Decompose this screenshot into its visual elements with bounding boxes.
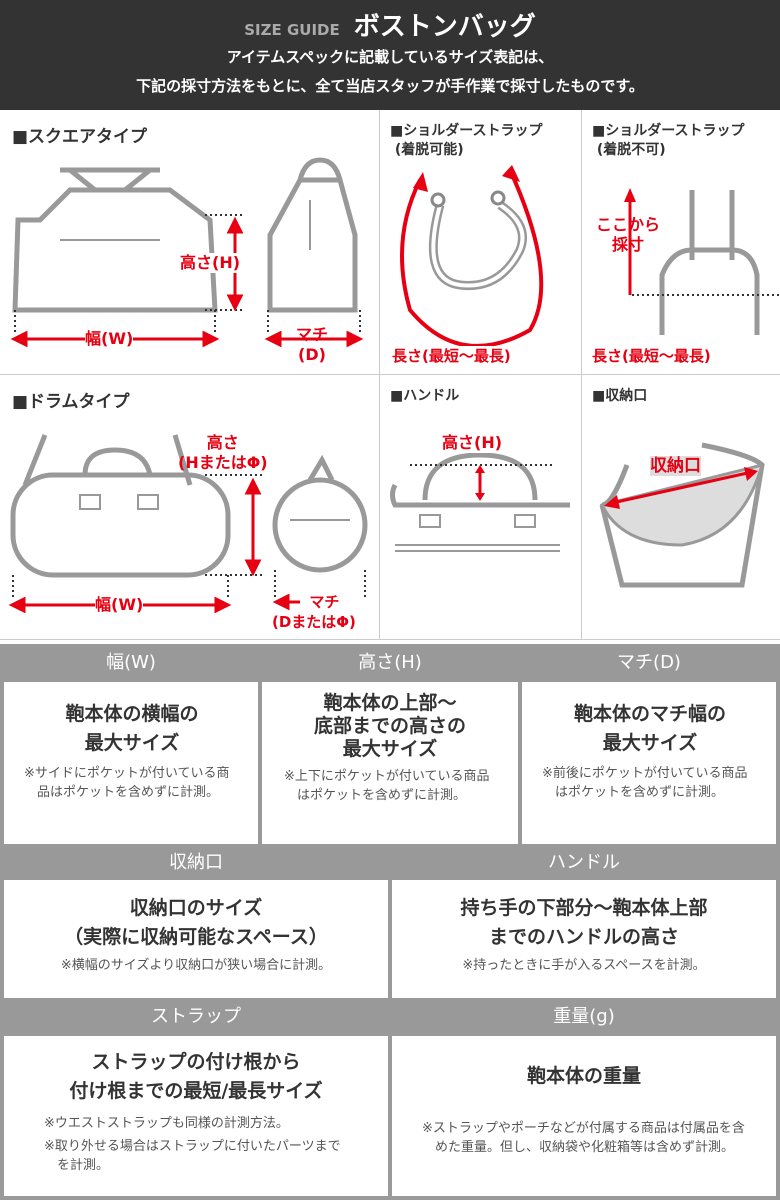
intro-line-1: アイテムスペックに記載しているサイズ表記は、	[226, 48, 554, 66]
measurement-table: 幅(W) 高さ(H) マチ(D) 鞄本体の横幅の 最大サイズ ※サイドにポケット…	[0, 644, 780, 1200]
strap-header: ストラップ	[151, 1006, 241, 1027]
strap-removable-title: ■ショルダーストラップ (着脱可能)	[390, 123, 543, 158]
size-guide-label: SIZE GUIDE	[244, 21, 340, 39]
handle-height-label: 高さ(H)	[442, 433, 503, 453]
square-height-label: 高さ(H)	[180, 253, 241, 273]
strap-cell: ストラップの付け根から 付け根までの最短/最長サイズ ※ウエストストラップも同様…	[4, 1036, 388, 1196]
handle-title: ■ハンドル	[390, 388, 460, 404]
weight-note: ※ストラップやポーチなどが付属する商品は付属品を含めた重量。但し、収納袋や化粧箱…	[422, 1121, 745, 1155]
page-title: ボストンバッグ	[353, 12, 536, 42]
handle-note: ※持ったときに手が入るスペースを計測。	[462, 958, 706, 973]
drum-bag-illustration	[8, 434, 368, 614]
weight-cell: 鞄本体の重量 ※ストラップやポーチなどが付属する商品は付属品を含めた重量。但し、…	[392, 1036, 776, 1196]
depth-main-2: 最大サイズ	[602, 732, 698, 754]
depth-main-1: 鞄本体のマチ幅の	[573, 703, 726, 725]
width-main-1: 鞄本体の横幅の	[65, 703, 199, 725]
weight-header: 重量(g)	[553, 1006, 615, 1027]
drum-type-panel: ■ドラムタイプ 高さ(HまたはΦ) 幅(W) マチ(DまたはΦ)	[0, 375, 380, 640]
square-type-title: ■スクエアタイプ	[12, 127, 148, 147]
handle-main-1: 持ち手の下部分～鞄本体上部	[460, 897, 708, 919]
strap-note-2: ※取り外せる場合はストラップに付いたパーツまでを計測。	[44, 1139, 341, 1173]
header: SIZE GUIDE ボストンバッグ アイテムスペックに記載しているサイズ表記は、…	[0, 0, 780, 110]
strap-fixed-panel: ■ショルダーストラップ (着脱不可) ここから採寸 長さ(最短～最長)	[582, 110, 780, 375]
strap-illustration	[400, 165, 544, 348]
height-main-1: 鞄本体の上部～	[323, 692, 457, 714]
height-header: 高さ(H)	[358, 652, 422, 673]
opening-header: 収納口	[169, 852, 223, 873]
width-header: 幅(W)	[106, 652, 156, 673]
square-width-label: 幅(W)	[85, 329, 134, 349]
strap-note-1: ※ウエストストラップも同様の計測方法。	[44, 1116, 289, 1131]
depth-header: マチ(D)	[617, 652, 681, 673]
strap-removable-panel: ■ショルダーストラップ (着脱可能) 長さ(最短～最長)	[380, 110, 582, 375]
diagram-area: ■スクエアタイプ 高さ(H) 幅(W) マチ(D) ■ショルダーストラップ (着…	[0, 110, 780, 640]
height-main-3: 最大サイズ	[342, 738, 438, 760]
strap-main-1: ストラップの付け根から	[91, 1051, 301, 1073]
fixed-strap-illustration	[624, 188, 780, 335]
drum-height-label: 高さ(HまたはΦ)	[178, 433, 268, 472]
handle-main-2: までのハンドルの高さ	[488, 926, 679, 948]
square-type-panel: ■スクエアタイプ 高さ(H) 幅(W) マチ(D)	[0, 110, 380, 375]
drum-type-title: ■ドラムタイプ	[12, 392, 130, 412]
handle-cell: 持ち手の下部分～鞄本体上部 までのハンドルの高さ ※持ったときに手が入るスペース…	[392, 880, 776, 998]
weight-main-1: 鞄本体の重量	[526, 1065, 641, 1087]
opening-title: ■収納口	[592, 388, 648, 404]
height-note: ※上下にポケットが付いている商品はポケットを含めずに計測。	[284, 769, 490, 803]
opening-panel: ■収納口 収納口	[582, 375, 780, 640]
handle-panel: ■ハンドル 高さ(H)	[380, 375, 582, 640]
square-depth-label: マチ(D)	[296, 325, 329, 364]
handle-illustration	[390, 452, 570, 552]
opening-illustration	[599, 442, 765, 588]
width-main-2: 最大サイズ	[84, 732, 180, 754]
opening-cell: 収納口のサイズ （実際に収納可能なスペース） ※横幅のサイズより収納口が狭い場合…	[4, 880, 388, 998]
height-main-2: 底部までの高さの	[313, 715, 466, 737]
height-cell: 鞄本体の上部～ 底部までの高さの 最大サイズ ※上下にポケットが付いている商品は…	[262, 682, 518, 844]
strap-main-2: 付け根までの最短/最長サイズ	[69, 1080, 323, 1102]
opening-label: 収納口	[650, 456, 701, 476]
drum-width-label: 幅(W)	[95, 595, 144, 615]
opening-note: ※横幅のサイズより収納口が狭い場合に計測。	[60, 958, 332, 973]
drum-depth-label: マチ(DまたはΦ)	[272, 593, 356, 631]
width-cell: 鞄本体の横幅の 最大サイズ ※サイドにポケットが付いている商品はポケットを含めず…	[4, 682, 258, 844]
measure-from-here-label: ここから採寸	[596, 215, 661, 254]
handle-header: ハンドル	[548, 852, 620, 873]
strap-fixed-title: ■ショルダーストラップ (着脱不可)	[592, 123, 745, 158]
depth-cell: 鞄本体のマチ幅の 最大サイズ ※前後にポケットが付いている商品はポケットを含めず…	[522, 682, 776, 844]
strap-fixed-length-label: 長さ(最短～最長)	[592, 346, 711, 366]
intro-line-2: 下記の採寸方法をもとに、全て当店スタッフが手作業で採寸したものです。	[136, 77, 644, 95]
opening-main-1: 収納口のサイズ	[129, 897, 263, 919]
opening-main-2: （実際に収納可能なスペース）	[64, 926, 328, 948]
depth-note: ※前後にポケットが付いている商品はポケットを含めずに計測。	[542, 766, 748, 800]
strap-removable-length-label: 長さ(最短～最長)	[392, 346, 511, 366]
width-note: ※サイドにポケットが付いている商品はポケットを含めずに計測。	[24, 766, 230, 800]
